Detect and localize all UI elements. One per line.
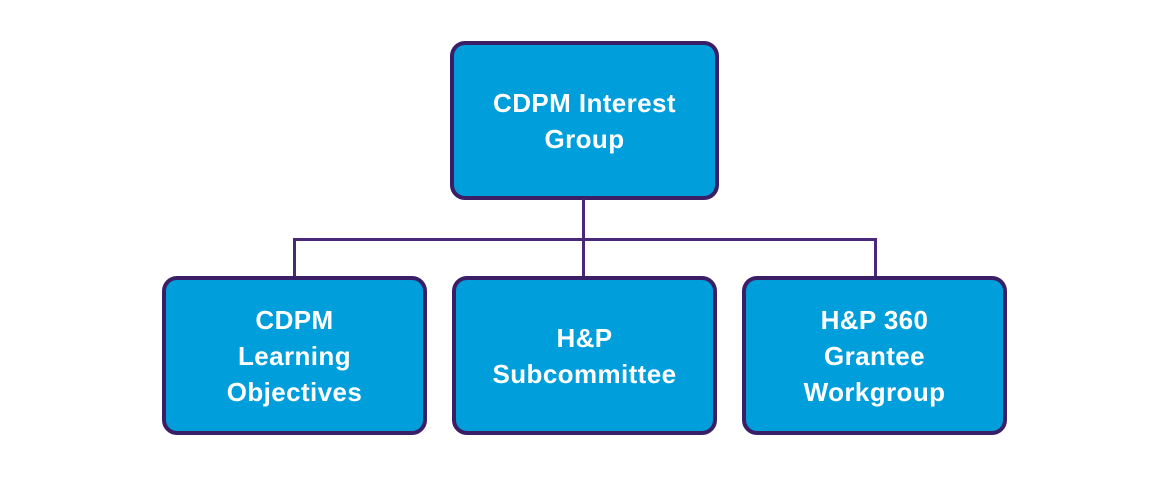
node-label: H&P Subcommittee	[492, 322, 677, 389]
node-cdpm-interest-group: CDPM Interest Group	[450, 41, 719, 200]
connector-root-down	[582, 199, 585, 241]
connector-right-child-down	[874, 238, 877, 278]
node-hp-360-grantee-workgroup: H&P 360 Grantee Workgroup	[742, 276, 1007, 435]
node-label: CDPM Learning Objectives	[226, 304, 363, 407]
node-label: H&P 360 Grantee Workgroup	[803, 304, 946, 407]
node-label: CDPM Interest Group	[493, 87, 676, 154]
connector-horizontal-bar	[293, 238, 877, 241]
node-hp-subcommittee: H&P Subcommittee	[452, 276, 717, 435]
connector-middle-child-down	[582, 238, 585, 278]
connector-left-child-down	[293, 238, 296, 278]
node-cdpm-learning-objectives: CDPM Learning Objectives	[162, 276, 427, 435]
